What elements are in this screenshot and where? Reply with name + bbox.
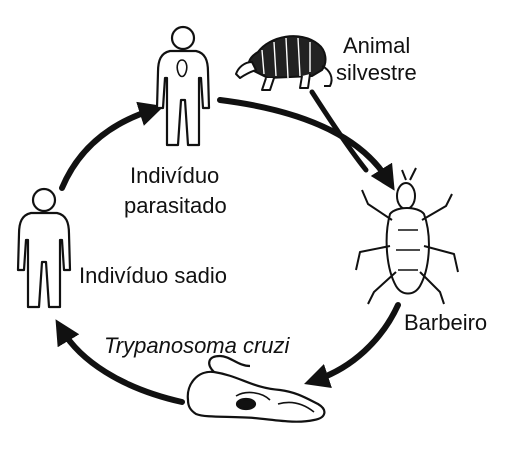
infected-label-line1: Indivíduo <box>130 163 220 188</box>
arrow-person-to-bug <box>217 97 395 191</box>
animal-label-line2: silvestre <box>336 60 417 85</box>
trypanosoma-icon <box>186 354 326 423</box>
armadillo-icon <box>235 35 333 91</box>
arrow-healthy-to-infected <box>59 101 165 191</box>
infected-person-icon <box>155 25 211 147</box>
arrow-bug-to-parasite <box>304 302 401 388</box>
healthy-label: Indivíduo sadio <box>79 263 227 288</box>
infected-label-line2: parasitado <box>124 193 227 218</box>
parasite-label: Trypanosoma cruzi <box>104 333 290 358</box>
animal-label-line1: Animal <box>343 33 411 58</box>
arrow-animal-to-bug <box>309 89 369 173</box>
arrow-parasite-to-healthy <box>55 319 185 405</box>
barbeiro-bug-icon <box>355 167 459 305</box>
healthy-person-icon <box>16 187 72 309</box>
bug-label: Barbeiro <box>404 310 488 335</box>
